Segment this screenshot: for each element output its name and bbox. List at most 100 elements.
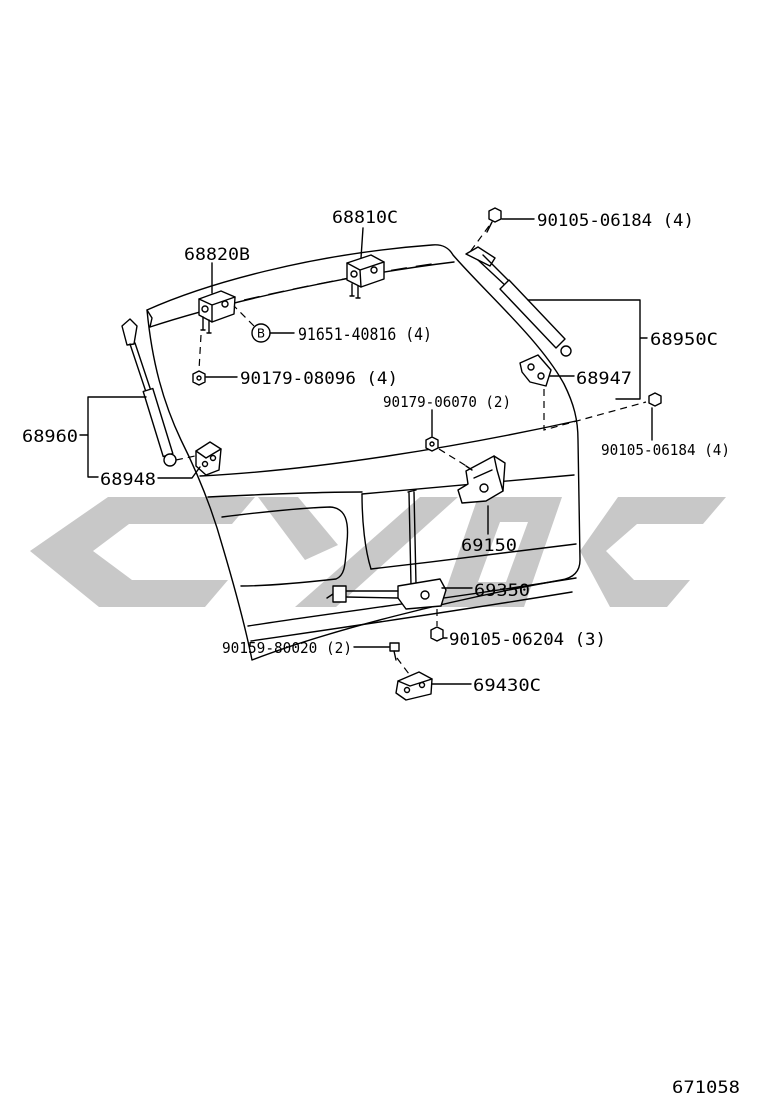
lower-line-1 bbox=[247, 577, 577, 627]
ref-b-letter: B bbox=[257, 327, 265, 341]
door-striker bbox=[395, 671, 433, 701]
screw-lower bbox=[389, 642, 400, 661]
control-rod bbox=[407, 489, 417, 586]
bolt-lower bbox=[430, 626, 444, 642]
door-outline bbox=[146, 244, 581, 661]
screw-shank bbox=[393, 650, 397, 661]
strut-bracket-right bbox=[519, 354, 552, 387]
label-68948: 68948 bbox=[100, 470, 156, 490]
control-cable bbox=[326, 590, 399, 599]
strut-rod bbox=[129, 342, 152, 393]
label-68950c: 68950C bbox=[650, 330, 718, 350]
bolt-right bbox=[648, 392, 662, 407]
gas-strut-left bbox=[121, 318, 177, 467]
nut-hole bbox=[196, 375, 202, 381]
control-pivot bbox=[420, 590, 430, 600]
striker-hole bbox=[403, 686, 411, 694]
plate-recess-bottom bbox=[370, 543, 577, 570]
striker-edge bbox=[397, 678, 433, 687]
dashed-nut-left bbox=[198, 334, 202, 371]
part-labels: 68810C 68820B 90105-06184 (4) B 91651-40… bbox=[22, 208, 740, 1098]
hinge-studs bbox=[349, 283, 361, 299]
hinge-bolt-hole bbox=[221, 300, 229, 308]
bolt-head bbox=[488, 207, 502, 223]
hinge-edge bbox=[346, 261, 385, 288]
dashed-strut-left bbox=[175, 455, 196, 461]
window-lower-edge bbox=[199, 420, 577, 477]
label-bolt-lower: 90105-06204 (3) bbox=[449, 630, 606, 650]
spoiler-line bbox=[149, 261, 455, 328]
bolt-top-right bbox=[486, 207, 502, 233]
hinge-edge bbox=[198, 296, 236, 323]
lower-line-2 bbox=[250, 591, 573, 642]
leader-68948 bbox=[157, 466, 201, 479]
label-nut-left: 90179-08096 (4) bbox=[240, 369, 398, 389]
nut-hole bbox=[429, 441, 435, 447]
watermark-left-chevron bbox=[30, 497, 255, 607]
nut-center bbox=[425, 436, 439, 452]
label-screw-lower: 90159-80020 (2) bbox=[222, 639, 352, 657]
dashed-nut-lock bbox=[438, 448, 469, 468]
strut-end-fitting bbox=[560, 345, 572, 357]
striker-body bbox=[395, 671, 433, 701]
watermark-right-chevron bbox=[580, 497, 726, 607]
hinge-bolt-hole bbox=[350, 270, 358, 278]
label-69350: 69350 bbox=[474, 581, 530, 601]
leader-lines bbox=[79, 218, 653, 685]
label-91651: 91651-40816 (4) bbox=[298, 325, 432, 345]
dashed-screw-striker bbox=[396, 657, 410, 675]
gas-strut-right bbox=[465, 246, 572, 357]
label-68820b: 68820B bbox=[184, 245, 250, 265]
hinge-body bbox=[198, 290, 236, 323]
bracket-hole bbox=[527, 363, 535, 371]
lock-latch bbox=[479, 483, 489, 493]
leader-68810c bbox=[360, 227, 364, 259]
bolt-head bbox=[430, 626, 444, 642]
bracket-edge bbox=[195, 448, 222, 459]
hinge-bolt-hole bbox=[201, 305, 209, 313]
hinge-bolt-hole bbox=[370, 266, 378, 274]
label-bolt-right: 90105-06184 (4) bbox=[601, 441, 730, 459]
watermark-ring bbox=[440, 497, 562, 607]
dashed-bolt-top bbox=[469, 225, 490, 253]
spoiler-corner bbox=[146, 309, 153, 328]
bracket-body bbox=[195, 441, 222, 476]
plate-recess-left bbox=[361, 493, 372, 570]
hinge-body bbox=[346, 254, 385, 288]
label-69430c: 69430C bbox=[473, 676, 541, 696]
watermark-y-left-arm bbox=[258, 497, 338, 560]
hinge-upper-left bbox=[198, 290, 236, 334]
strut-end-fitting bbox=[163, 453, 177, 467]
bracket-68960 bbox=[79, 396, 147, 478]
panel-line bbox=[207, 491, 363, 498]
label-68810c: 68810C bbox=[332, 208, 398, 228]
bracket-hole bbox=[201, 460, 209, 468]
strut-bracket-left bbox=[195, 441, 222, 476]
label-68960: 68960 bbox=[22, 427, 78, 447]
lock-control bbox=[326, 489, 447, 610]
bolt-head bbox=[648, 392, 662, 407]
bolt-shank bbox=[486, 221, 493, 233]
strut-top-fitting bbox=[465, 246, 496, 267]
bracket-hole bbox=[209, 454, 217, 462]
strut-cylinder bbox=[499, 279, 566, 349]
cable-connector bbox=[332, 585, 347, 603]
strut-top-fitting bbox=[121, 318, 138, 346]
label-bolt-top: 90105-06184 (4) bbox=[537, 211, 694, 231]
label-68947: 68947 bbox=[576, 369, 632, 389]
hinge-upper-right bbox=[346, 254, 385, 299]
strut-cylinder bbox=[142, 387, 174, 458]
bracket-hole bbox=[537, 372, 545, 380]
ref-b-circle bbox=[251, 323, 271, 343]
label-69150: 69150 bbox=[461, 536, 517, 556]
lamp-recess bbox=[221, 506, 349, 587]
striker-hole bbox=[418, 681, 426, 689]
lock-body bbox=[457, 455, 506, 504]
screw-head bbox=[389, 642, 400, 652]
dashed-bolt-right bbox=[543, 389, 647, 431]
door-lock bbox=[457, 455, 506, 504]
nut-left bbox=[192, 370, 206, 386]
drawing-number: 671058 bbox=[672, 1078, 740, 1098]
bracket-68950c bbox=[527, 299, 648, 400]
